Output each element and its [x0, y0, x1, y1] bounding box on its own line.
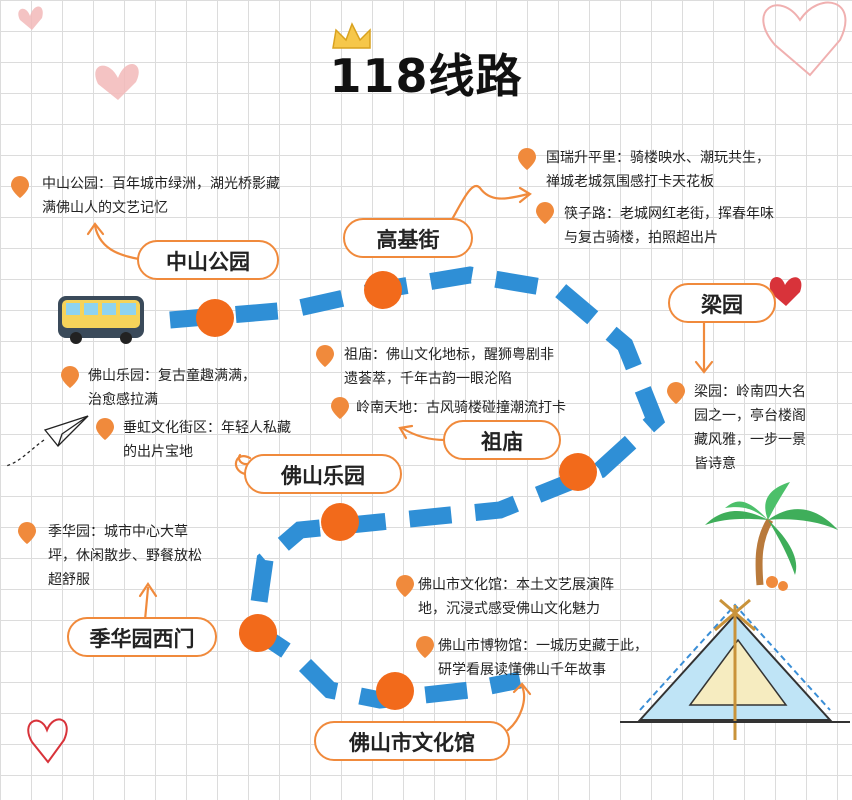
stop-label-wenhuaguan[interactable]: 佛山市文化馆 — [314, 721, 510, 761]
note-text: 佛山市博物馆：一城历史藏于此， 研学看展读懂佛山千年故事 — [438, 638, 648, 678]
note-kuaizi: 筷子路：老城网红老街，挥春年味 与复古骑楼，拍照超出片 — [564, 202, 774, 250]
note-text: 国瑞升平里：骑楼映水、潮玩共生， 禅城老城氛围感打卡天花板 — [546, 150, 770, 190]
note-jihua: 季华园：城市中心大草 坪，休闲散步、野餐放松 超舒服 — [48, 520, 202, 592]
tent-icon — [620, 598, 850, 740]
note-text: 祖庙：佛山文化地标，醒狮粤剧非 遗荟萃，千年古韵一眼沦陷 — [344, 347, 554, 387]
heart-icon — [762, 1, 847, 77]
stop-label-zhongshan[interactable]: 中山公园 — [137, 240, 279, 280]
note-text: 季华园：城市中心大草 坪，休闲散步、野餐放松 超舒服 — [48, 524, 202, 588]
location-pins — [11, 148, 685, 658]
arrow-icon — [86, 184, 714, 732]
note-zhongshan-park: 中山公园：百年城市绿洲，湖光桥影藏 满佛山人的文艺记忆 — [42, 172, 280, 220]
location-pin-icon — [536, 202, 554, 224]
note-liangyuan: 梁园：岭南四大名 园之一，亭台楼阁 藏风雅，一步一景 皆诗意 — [694, 380, 806, 476]
location-pin-icon — [11, 176, 29, 198]
location-pin-icon — [396, 575, 414, 597]
location-pin-icon — [96, 418, 114, 440]
note-text: 岭南天地：古风骑楼碰撞潮流打卡 — [356, 400, 566, 416]
location-pin-icon — [18, 522, 36, 544]
heart-icon — [27, 718, 68, 764]
note-lingnan: 岭南天地：古风骑楼碰撞潮流打卡 — [356, 396, 566, 420]
stop-label-liangyuan[interactable]: 梁园 — [668, 283, 776, 323]
paper-plane-icon — [5, 415, 89, 467]
note-wenhuaguan: 佛山市文化馆：本土文艺展演阵 地，沉浸式感受佛山文化魅力 — [418, 573, 614, 621]
note-text: 佛山乐园：复古童趣满满， 治愈感拉满 — [88, 368, 256, 408]
location-pin-icon — [416, 636, 434, 658]
note-chuihong: 垂虹文化街区：年轻人私藏 的出片宝地 — [123, 416, 291, 464]
stop-dot — [239, 614, 277, 652]
note-museum: 佛山市博物馆：一城历史藏于此， 研学看展读懂佛山千年故事 — [438, 634, 648, 682]
heart-icon — [18, 6, 43, 30]
location-pin-icon — [61, 366, 79, 388]
location-pin-icon — [667, 382, 685, 404]
crown-icon — [332, 22, 371, 49]
page-title: 118线路 — [329, 49, 523, 103]
note-text: 筷子路：老城网红老街，挥春年味 与复古骑楼，拍照超出片 — [564, 206, 774, 246]
note-guorui: 国瑞升平里：骑楼映水、潮玩共生， 禅城老城氛围感打卡天花板 — [546, 146, 770, 194]
heart-icon — [95, 64, 139, 100]
stop-label-zumiao[interactable]: 祖庙 — [443, 420, 561, 460]
stop-dot — [364, 271, 402, 309]
stop-dot — [196, 299, 234, 337]
stop-dot — [321, 503, 359, 541]
note-text: 中山公园：百年城市绿洲，湖光桥影藏 满佛山人的文艺记忆 — [42, 176, 280, 216]
stop-label-foshanleyuan[interactable]: 佛山乐园 — [244, 454, 402, 494]
note-text: 佛山市文化馆：本土文艺展演阵 地，沉浸式感受佛山文化魅力 — [418, 577, 614, 617]
palm-tree-icon — [705, 482, 838, 591]
stop-dot — [559, 453, 597, 491]
stop-label-jihua[interactable]: 季华园西门 — [67, 617, 217, 657]
location-pin-icon — [518, 148, 536, 170]
stop-label-gaoji[interactable]: 高基街 — [343, 218, 473, 258]
note-zumiao: 祖庙：佛山文化地标，醒狮粤剧非 遗荟萃，千年古韵一眼沦陷 — [344, 343, 554, 391]
heart-icon — [769, 277, 802, 306]
location-pin-icon — [316, 345, 334, 367]
note-text: 梁园：岭南四大名 园之一，亭台楼阁 藏风雅，一步一景 皆诗意 — [694, 384, 806, 472]
note-leyuan: 佛山乐园：复古童趣满满， 治愈感拉满 — [88, 364, 256, 412]
bus-icon — [58, 296, 144, 344]
route-stops — [196, 271, 597, 710]
stop-dot — [376, 672, 414, 710]
bus-route-line — [169, 266, 666, 709]
note-text: 垂虹文化街区：年轻人私藏 的出片宝地 — [123, 420, 291, 460]
location-pin-icon — [331, 397, 349, 419]
